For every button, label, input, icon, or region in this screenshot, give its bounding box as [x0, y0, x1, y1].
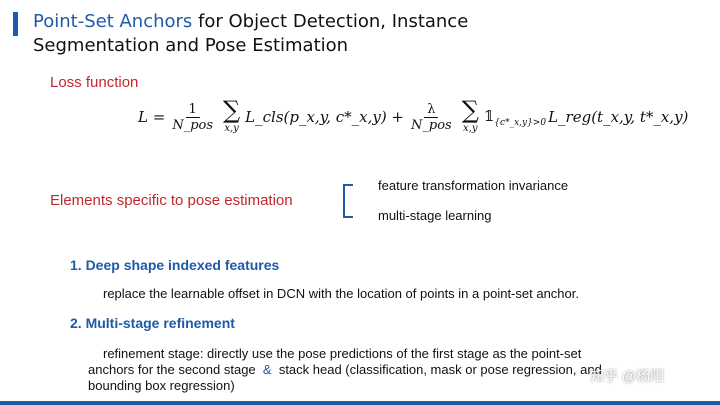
- formula-term-2: L_reg(t_x,y, t*_x,y): [548, 108, 689, 126]
- formula-lhs: L =: [138, 108, 166, 126]
- sigma-symbol: ∑: [223, 96, 241, 124]
- element-item: feature transformation invariance: [378, 178, 569, 193]
- formula-sum-2: ∑ x,y: [462, 98, 479, 136]
- section1-text: replace the learnable offset in DCN with…: [103, 286, 579, 301]
- section1-heading: 1. Deep shape indexed features: [70, 257, 280, 273]
- formula-indicator: 𝟙{c*_x,y}>0: [484, 107, 546, 128]
- indicator-symbol: 𝟙: [483, 106, 495, 125]
- sum2-sub: x,y: [463, 123, 478, 134]
- frac1-num: 1: [185, 102, 200, 118]
- section2-line1: refinement stage: directly use the pose …: [103, 346, 582, 361]
- section2-line2a: anchors for the second stage: [88, 362, 256, 377]
- section2-line3: bounding box regression): [88, 378, 235, 393]
- bottom-accent-bar: [0, 401, 720, 405]
- elements-heading: Elements specific to pose estimation: [50, 192, 293, 209]
- frac2-den: N_pos: [411, 117, 452, 133]
- watermark: 知乎 @杨阳: [590, 368, 665, 384]
- section2-line2b: stack head (classification, mask or pose…: [278, 362, 602, 377]
- title-line2: Segmentation and Pose Estimation: [33, 35, 349, 56]
- formula-fraction-2: λ N_pos: [408, 102, 455, 133]
- formula-fraction-1: 1 N_pos: [169, 102, 216, 133]
- sigma-symbol: ∑: [461, 96, 479, 124]
- frac1-den: N_pos: [172, 117, 214, 133]
- title-highlight: Point-Set Anchors: [33, 11, 193, 32]
- formula-term-1: L_cls(p_x,y, c*_x,y) +: [245, 108, 405, 126]
- element-item: multi-stage learning: [378, 208, 492, 223]
- sum1-sub: x,y: [224, 123, 239, 134]
- ampersand: &: [262, 362, 272, 377]
- title-line1-rest: for Object Detection, Instance: [192, 11, 469, 32]
- frac2-num: λ: [424, 102, 439, 118]
- formula-sum-1: ∑ x,y: [223, 98, 240, 136]
- loss-function-heading: Loss function: [50, 74, 139, 91]
- section2-heading: 2. Multi-stage refinement: [70, 315, 235, 331]
- title-accent-bar: [13, 12, 18, 36]
- slide-title: Point-Set Anchors for Object Detection, …: [33, 10, 468, 58]
- elements-bracket: [343, 184, 353, 218]
- loss-formula: L = 1 N_pos ∑ x,y L_cls(p_x,y, c*_x,y) +…: [138, 98, 688, 136]
- indicator-sub: {c*_x,y}>0: [494, 117, 547, 128]
- section2-line2: anchors for the second stage & stack hea…: [88, 362, 602, 377]
